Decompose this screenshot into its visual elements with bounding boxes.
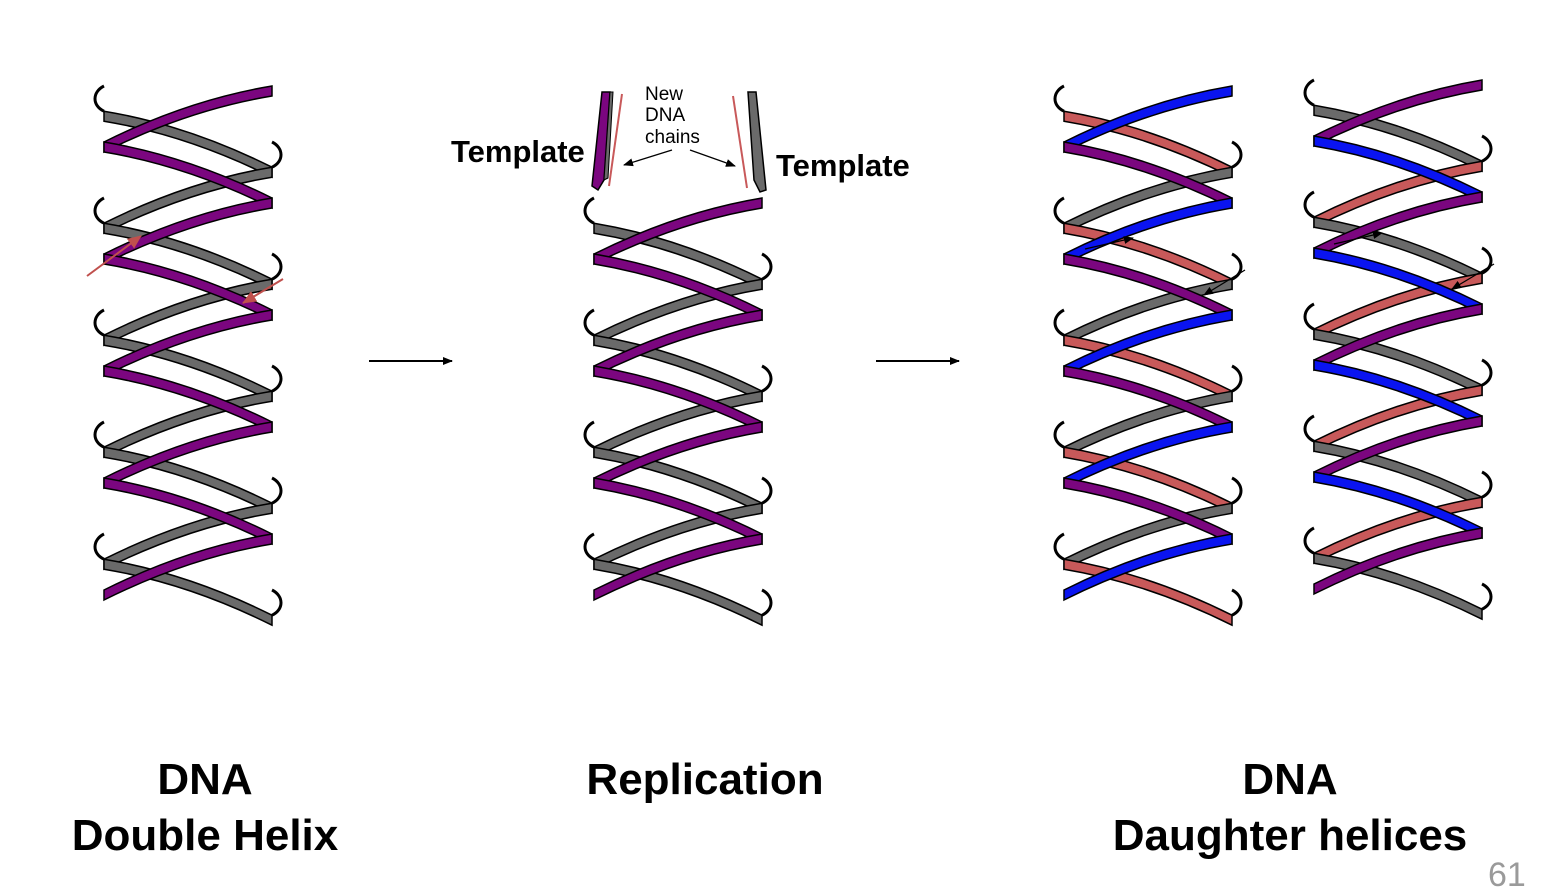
- strand-bend: [583, 196, 595, 225]
- template-label-right: Template: [776, 148, 910, 183]
- back-strand-segment: [1063, 558, 1233, 627]
- strand-bend: [1231, 588, 1243, 617]
- strand-direction-arrow-down: [242, 278, 284, 304]
- back-strand-segment: [103, 558, 273, 627]
- strand-bend: [1231, 252, 1243, 281]
- strand-bend: [271, 476, 283, 505]
- new-dna-chains-label-line3: chains: [645, 127, 700, 148]
- strand-bend: [1481, 582, 1493, 611]
- strand-bend: [1053, 196, 1065, 225]
- strand-bend: [761, 588, 773, 617]
- caption-replication-line1: Replication: [586, 755, 824, 804]
- front-strand-segment: [1313, 527, 1483, 596]
- strand-bend: [583, 420, 595, 449]
- strand-bend: [1481, 470, 1493, 499]
- daughter-helix-2: [1303, 78, 1493, 621]
- strand-bend: [93, 420, 105, 449]
- caption-daughter-helices-line1: DNA: [1242, 755, 1338, 804]
- pointer-arrow-left: [623, 149, 673, 167]
- daughter1-direction-arrow-down: [1203, 269, 1246, 296]
- strand-bend: [761, 252, 773, 281]
- daughter1-direction-arrow-up: [1084, 236, 1134, 250]
- template-label-left: Template: [451, 134, 585, 169]
- strand-bend: [1053, 308, 1065, 337]
- caption-daughter-helices-line2: Daughter helices: [1112, 811, 1468, 860]
- daughter2-direction-arrow-down: [1451, 263, 1495, 290]
- strand-bend: [1053, 532, 1065, 561]
- caption-double-helix: DNA Double Helix: [40, 752, 370, 864]
- strand-bend: [271, 364, 283, 393]
- new-dna-chain-left: [608, 93, 623, 187]
- pointer-arrow-right: [689, 149, 736, 167]
- strand-bend: [1303, 302, 1315, 331]
- strand-bend: [761, 364, 773, 393]
- strand-bend: [1481, 246, 1493, 275]
- strand-bend: [1053, 420, 1065, 449]
- strand-bend: [271, 252, 283, 281]
- strand-bend: [1053, 84, 1065, 113]
- front-strand-segment: [103, 533, 273, 602]
- strand-bend: [1481, 134, 1493, 163]
- strand-bend: [1231, 140, 1243, 169]
- caption-double-helix-line2: Double Helix: [71, 811, 339, 860]
- replicating-helix: [583, 196, 773, 627]
- caption-double-helix-line1: DNA: [157, 755, 253, 804]
- strand-bend: [1303, 414, 1315, 443]
- strand-bend: [1481, 358, 1493, 387]
- strand-bend: [1303, 78, 1315, 107]
- daughter2-direction-arrow-up: [1333, 231, 1383, 245]
- daughter-helix-1: [1053, 84, 1243, 627]
- template-strand-left: [591, 91, 611, 192]
- strand-bend: [93, 308, 105, 337]
- back-strand-segment: [593, 558, 763, 627]
- strand-bend: [93, 84, 105, 113]
- strand-bend: [271, 588, 283, 617]
- new-dna-chains-label-line1: New: [645, 84, 683, 105]
- strand-bend: [583, 308, 595, 337]
- unwound-template-strands: [591, 91, 767, 193]
- strand-bend: [761, 476, 773, 505]
- front-strand-segment: [1063, 533, 1233, 602]
- strand-bend: [93, 196, 105, 225]
- caption-daughter-helices: DNA Daughter helices: [1090, 752, 1490, 864]
- caption-replication: Replication: [540, 752, 870, 808]
- strand-bend: [271, 140, 283, 169]
- new-dna-chains-label-line2: DNA: [645, 105, 685, 126]
- front-strand-segment: [593, 533, 763, 602]
- strand-bend: [583, 532, 595, 561]
- strand-bend: [1303, 526, 1315, 555]
- template-strand-left-edge: [603, 91, 614, 181]
- page-number: 61: [1488, 856, 1526, 894]
- strand-bend: [1231, 364, 1243, 393]
- strand-direction-arrow-up: [86, 235, 142, 277]
- strand-bend: [1231, 476, 1243, 505]
- new-dna-chain-right: [732, 95, 748, 189]
- back-strand-segment: [1313, 552, 1483, 621]
- parental-double-helix: [93, 84, 283, 627]
- strand-bend: [1303, 190, 1315, 219]
- strand-bend: [93, 532, 105, 561]
- template-strand-right: [747, 91, 767, 193]
